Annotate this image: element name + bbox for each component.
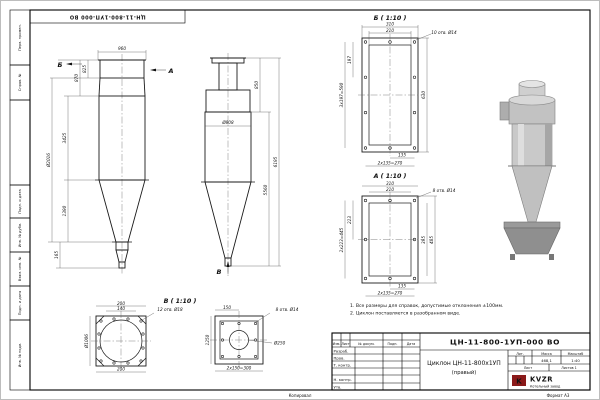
tb-name-line1: Циклон ЦН-11-800х1УП [427,360,501,367]
side-dim-6195: 6195 [273,156,278,167]
seca-holes-note: 8 отв. Ø14 [433,188,456,193]
front-arrow-b: Б [58,61,63,69]
secb-dim-2x135: 2x135=270 [378,161,403,166]
sheet-footer: Копировал Формат А3 [289,393,570,398]
seca-dim-135: 135 [398,284,406,289]
seca-dim-223: 223 [347,216,352,224]
secv-left-dim-200t: 200 [117,301,125,306]
secv-left-dim-140: 140 [117,306,125,311]
tb-doc-number: ЦН-11-800-1УП-000 ВО [450,338,560,347]
tb-row-utv: Утв. [334,385,342,390]
margin-label-inv-podl: Инв. № подл. [18,343,22,368]
margin-label-inv-dubl: Инв. № дубл. [18,223,22,248]
section-b-title: Б ( 1:10 ) [374,15,407,22]
section-v-view: В ( 1:10 ) 200 140 12 отв. Ø18 Ø1006 200 [84,298,299,373]
seca-dim-210: 210 [386,187,394,192]
tb-mass-label: Масса [541,352,552,356]
seca-dim-2x135: 2x135=270 [378,291,403,296]
seca-dim-395: 395 [421,236,426,244]
seca-dim-485: 485 [429,236,434,244]
section-a-view: А ( 1:10 ) 310 210 8 отв. Ø14 223 2x223=… [339,173,456,297]
tb-lit-label: Лит. [516,352,524,356]
tb-col-data: Дата [407,342,416,346]
tb-listov-label: Листов 1 [561,366,576,370]
tb-row-nkontr: Н. контр. [334,377,352,382]
secv-right-holes: 8 отв. Ø14 [276,307,299,312]
front-dim-3425: 3425 [62,132,67,143]
section-a-title: А ( 1:10 ) [373,173,407,180]
margin-label-sprav: Справ. № [18,73,22,91]
secv-left-dim-dia: Ø1006 [84,334,89,349]
front-dim-825: 825 [82,65,87,73]
front-dim-165: 165 [54,251,59,259]
side-view: Ø808 850 5560 6195 В [201,53,281,276]
side-dim-5560: 5560 [263,184,268,195]
tb-col-doc: № докум. [358,342,374,346]
secv-right-dim-1250: 1250 [205,334,210,345]
secv-right-dim-2x150: 2x150=300 [227,366,252,371]
footer-format: Формат А3 [547,393,570,398]
front-dim-870: 870 [74,74,79,82]
margin-stamps: Перв. примен. Справ. № Подп. и дата Инв.… [9,9,31,391]
note-line-1: 1. Все размеры для справок, допустимые о… [350,303,503,309]
secb-holes-note: 10 отв. Ø14 [431,30,457,35]
margin-label-podp1: Подп. и дата [18,189,22,213]
side-arrow-v: В [217,268,222,276]
tb-row-prov: Пров. [334,356,345,361]
secb-dim-210: 210 [386,28,394,33]
secv-right-dim-150: 150 [223,305,231,310]
tb-scale-value: 1:40 [571,358,580,363]
margin-label-perv: Перв. примен. [18,24,22,51]
title-block: Изм. Лист № докум. Подп. Дата Разраб. Пр… [331,332,591,391]
tb-mass-value: 468,1 [541,358,552,363]
notes: 1. Все размеры для справок, допустимые о… [350,303,503,317]
section-b-view: Б ( 1:10 ) 310 210 10 отв. Ø14 197 3x197… [339,15,457,167]
tb-col-list: Лист [341,342,349,346]
secb-dim-197: 197 [347,56,352,64]
front-dim-1390: 1390 [62,205,67,216]
side-dim-850: 850 [254,81,259,89]
section-v-title: В ( 1:10 ) [164,298,197,305]
footer-copied: Копировал [289,393,312,398]
tb-col-izm: Изм. [333,342,341,346]
iso-cyclone-render [499,80,561,260]
tb-name-line2: (правый) [452,369,476,376]
margin-label-podp2: Подп. и дата [18,291,22,315]
seca-dim-310: 310 [386,181,394,186]
front-dim-960: 960 [118,46,126,51]
tb-company-text: Котельный завод [530,385,561,389]
tb-logo-text: KVZR [530,376,553,384]
tb-row-tkontr: Т. контр. [333,363,352,368]
secb-dim-310: 310 [386,22,394,27]
front-arrow-a: А [167,67,173,75]
front-dim-dia: Ø2016 [46,153,51,168]
company-logo-mark [512,375,526,386]
secv-left-dim-200b: 200 [117,367,125,372]
seca-dim-2x223: 2x223=445 [339,227,344,252]
tb-col-podp: Подп. [388,342,398,346]
secb-dim-630: 630 [421,91,426,99]
tb-list-label: Лист [524,366,532,370]
note-line-2: 2. Циклон поставляется в разобранном вид… [350,311,460,317]
tb-row-razrab: Разраб. [334,349,349,354]
tb-scale-label: Масштаб [568,352,584,356]
company-logo-letter: K [516,378,522,386]
secv-right-dim-dia: Ø250 [273,341,286,346]
top-stamp-text: ЦН-11-800-1УП-000 ВО [69,14,145,20]
secb-dim-3x197: 3x197=590 [339,82,344,107]
secb-dim-135: 135 [398,153,406,158]
secv-left-holes: 12 отв. Ø18 [157,307,183,312]
side-dim-dia: Ø808 [221,120,234,125]
margin-label-vzam: Взам. инв. № [18,257,22,282]
front-view: 960 825 870 3425 1390 165 Ø2016 Б А [46,46,174,274]
